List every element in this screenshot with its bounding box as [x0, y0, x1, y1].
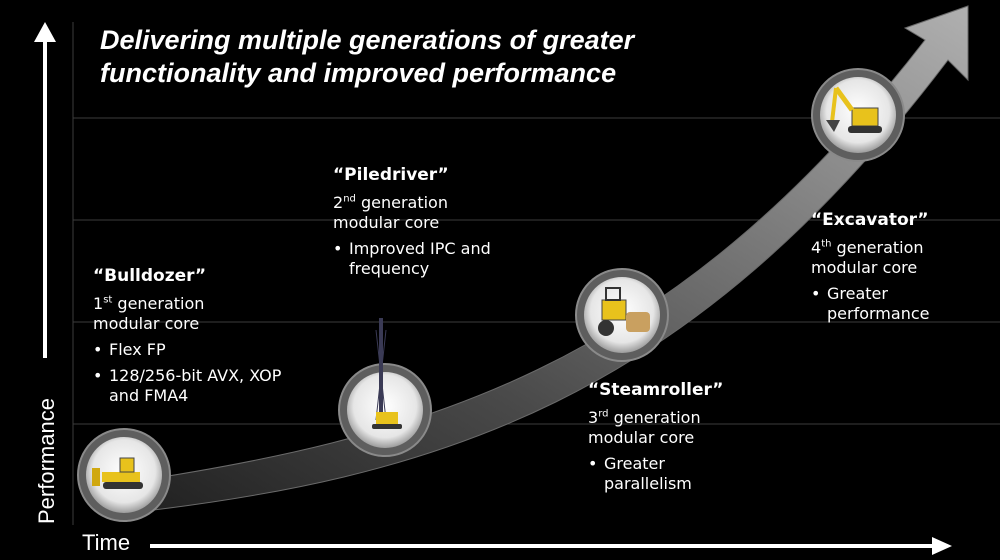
- card-title: “Steamroller”: [588, 380, 724, 400]
- bullet-list: Greater performance: [811, 284, 996, 324]
- x-axis-label: Time: [82, 530, 131, 555]
- bullet-list: Greater parallelism: [588, 454, 778, 494]
- bulldozer-icon: [77, 428, 171, 522]
- bullet-item: Greater parallelism: [588, 454, 714, 494]
- bullet-item: 128/256-bit AVX, XOP and FMA4: [93, 366, 294, 406]
- card-title: “Piledriver”: [333, 165, 449, 185]
- x-axis-arrow: [150, 537, 952, 555]
- card-description: 3rd generation modular core: [588, 408, 701, 447]
- slide-title: Delivering multiple generations of great…: [100, 24, 860, 90]
- excavator-icon: [811, 68, 905, 162]
- bullet-list: Flex FP 128/256-bit AVX, XOP and FMA4: [93, 340, 293, 406]
- card-description: 2nd generation modular core: [333, 193, 448, 232]
- card-steamroller: “Steamroller” 3rd generation modular cor…: [588, 380, 778, 500]
- card-description: 1st generation modular core: [93, 294, 205, 333]
- y-axis-label: Performance: [34, 398, 59, 524]
- title-line-2: functionality and improved performance: [100, 58, 617, 88]
- steamroller-icon: [575, 268, 669, 362]
- card-bulldozer: “Bulldozer” 1st generation modular core …: [93, 266, 293, 412]
- card-description: 4th generation modular core: [811, 238, 924, 277]
- bullet-item: Greater performance: [811, 284, 952, 324]
- card-piledriver: “Piledriver” 2nd generation modular core…: [333, 165, 523, 285]
- bullet-list: Improved IPC and frequency: [333, 239, 523, 279]
- card-excavator: “Excavator” 4th generation modular core …: [811, 210, 996, 330]
- bullet-item: Improved IPC and frequency: [333, 239, 499, 279]
- card-title: “Excavator”: [811, 210, 929, 230]
- piledriver-icon: [338, 318, 432, 457]
- bullet-item: Flex FP: [93, 340, 293, 360]
- card-title: “Bulldozer”: [93, 266, 207, 286]
- y-axis-arrow: [34, 22, 56, 358]
- title-line-1: Delivering multiple generations of great…: [100, 25, 635, 55]
